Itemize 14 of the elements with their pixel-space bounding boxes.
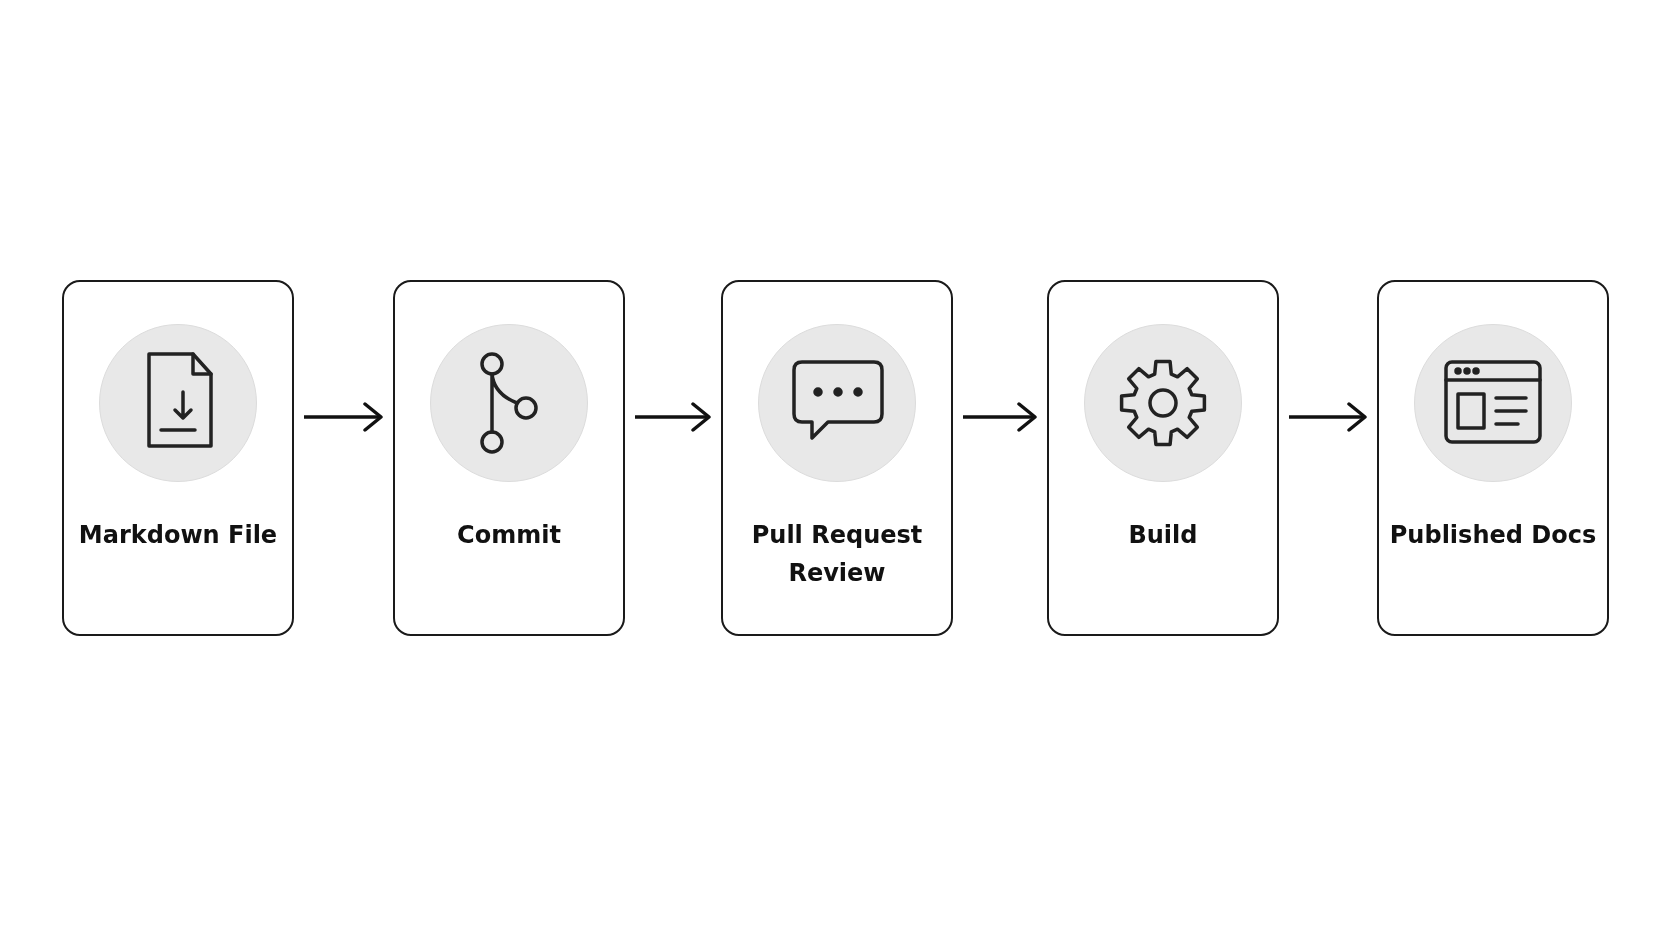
step-label: Markdown File <box>77 520 279 551</box>
step-card <box>1047 280 1279 636</box>
step-card <box>721 280 953 636</box>
arrow <box>635 402 711 432</box>
step-label: Build <box>1127 520 1199 551</box>
step-label: Pull Request Review <box>750 520 924 589</box>
step-card <box>62 280 294 636</box>
step-label: Commit <box>456 520 562 551</box>
arrow <box>304 402 383 432</box>
step-label: Published Docs <box>1388 520 1598 551</box>
arrow <box>963 402 1037 432</box>
step-card <box>393 280 625 636</box>
step-card <box>1377 280 1609 636</box>
arrow <box>1289 402 1367 432</box>
